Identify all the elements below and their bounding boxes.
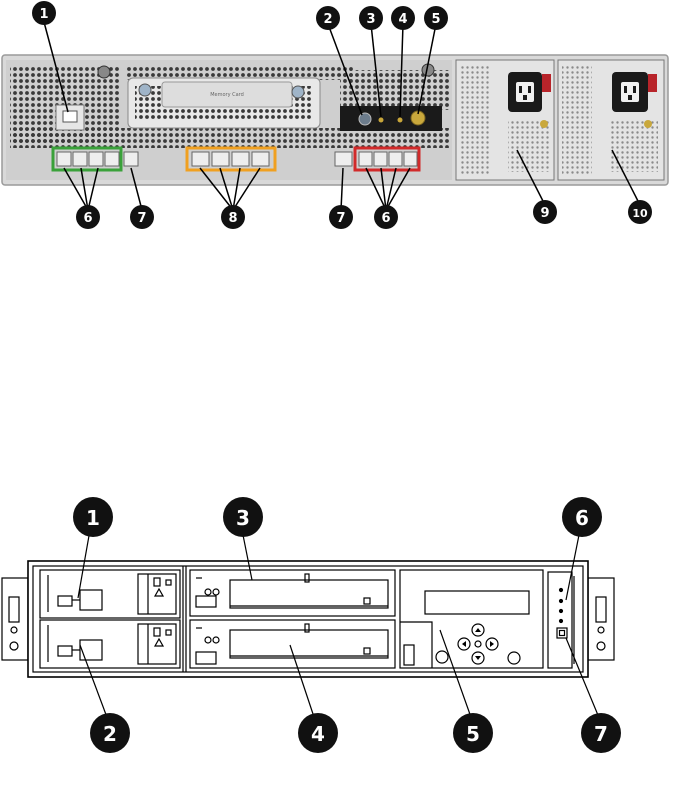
port[interactable] <box>192 152 209 166</box>
port-right-7[interactable] <box>335 152 352 166</box>
callout-rear-9: 9 <box>533 200 557 224</box>
callout-front-7: 7 <box>581 713 621 753</box>
status-led <box>560 600 563 603</box>
status-led-4 <box>398 118 403 123</box>
svg-text:4: 4 <box>398 12 407 27</box>
port[interactable] <box>252 152 269 166</box>
callout-rear-7b: 7 <box>329 205 353 229</box>
control-panel <box>400 570 543 668</box>
port[interactable] <box>374 152 387 166</box>
management-port[interactable] <box>56 105 84 130</box>
status-led <box>560 610 563 613</box>
power-supply-1[interactable] <box>456 60 554 180</box>
thumbscrew-left[interactable] <box>98 66 110 78</box>
svg-text:5: 5 <box>431 12 440 27</box>
drive-bay-2[interactable] <box>40 620 180 668</box>
callout-rear-3: 3 <box>359 6 383 30</box>
callout-rear-6a: 6 <box>76 205 100 229</box>
svg-text:1: 1 <box>39 7 48 22</box>
svg-text:3: 3 <box>236 506 250 530</box>
svg-text:6: 6 <box>381 211 390 226</box>
svg-text:2: 2 <box>103 722 117 746</box>
callout-front-3: 3 <box>223 497 263 537</box>
svg-text:8: 8 <box>228 211 237 226</box>
uid-button[interactable] <box>359 113 371 125</box>
svg-text:7: 7 <box>594 722 608 746</box>
status-led <box>560 620 563 623</box>
rack-ear-left <box>2 578 28 660</box>
port[interactable] <box>212 152 229 166</box>
svg-text:9: 9 <box>540 206 549 221</box>
port[interactable] <box>389 152 402 166</box>
svg-text:4: 4 <box>311 722 325 746</box>
rack-ear-right <box>588 578 614 660</box>
callout-rear-10: 10 <box>628 200 652 224</box>
expansion-slot-4[interactable] <box>190 620 395 668</box>
port[interactable] <box>359 152 372 166</box>
status-led-3 <box>379 118 384 123</box>
front-view <box>2 530 614 720</box>
callout-rear-4: 4 <box>391 6 415 30</box>
indicator-panel <box>340 106 442 131</box>
callout-rear-5: 5 <box>424 6 448 30</box>
rear-vent-right <box>340 70 450 110</box>
svg-text:1: 1 <box>86 506 100 530</box>
memory-card-slot[interactable]: Memory Card <box>128 78 320 128</box>
port[interactable] <box>89 152 103 166</box>
svg-text:3: 3 <box>366 12 375 27</box>
status-led-column <box>548 572 574 668</box>
svg-text:7: 7 <box>137 211 146 226</box>
callout-rear-8: 8 <box>221 205 245 229</box>
port[interactable] <box>57 152 71 166</box>
callout-rear-6b: 6 <box>374 205 398 229</box>
psu-release-latch[interactable] <box>542 74 551 92</box>
port[interactable] <box>404 152 417 166</box>
rear-view: Memory Card <box>2 1 668 229</box>
memory-card-label: Memory Card <box>210 92 244 98</box>
port[interactable] <box>73 152 87 166</box>
power-supply-2[interactable] <box>558 60 664 180</box>
callout-front-2: 2 <box>90 713 130 753</box>
expansion-slot-3[interactable] <box>190 570 395 616</box>
port-left-7[interactable] <box>124 152 138 166</box>
drive-bay-1[interactable] <box>40 570 180 618</box>
callout-rear-2: 2 <box>316 6 340 30</box>
svg-text:6: 6 <box>83 211 92 226</box>
svg-text:6: 6 <box>575 506 589 530</box>
svg-text:7: 7 <box>336 211 345 226</box>
callout-rear-7a: 7 <box>130 205 154 229</box>
svg-text:2: 2 <box>323 12 332 27</box>
callout-front-5: 5 <box>453 713 493 753</box>
port[interactable] <box>105 152 119 166</box>
callout-front-4: 4 <box>298 713 338 753</box>
port[interactable] <box>232 152 249 166</box>
callout-front-1: 1 <box>73 497 113 537</box>
callout-front-6: 6 <box>562 497 602 537</box>
callout-rear-1: 1 <box>32 1 56 25</box>
status-led <box>560 589 563 592</box>
svg-text:10: 10 <box>632 207 648 220</box>
psu-release-latch[interactable] <box>648 74 657 92</box>
svg-text:5: 5 <box>466 722 480 746</box>
